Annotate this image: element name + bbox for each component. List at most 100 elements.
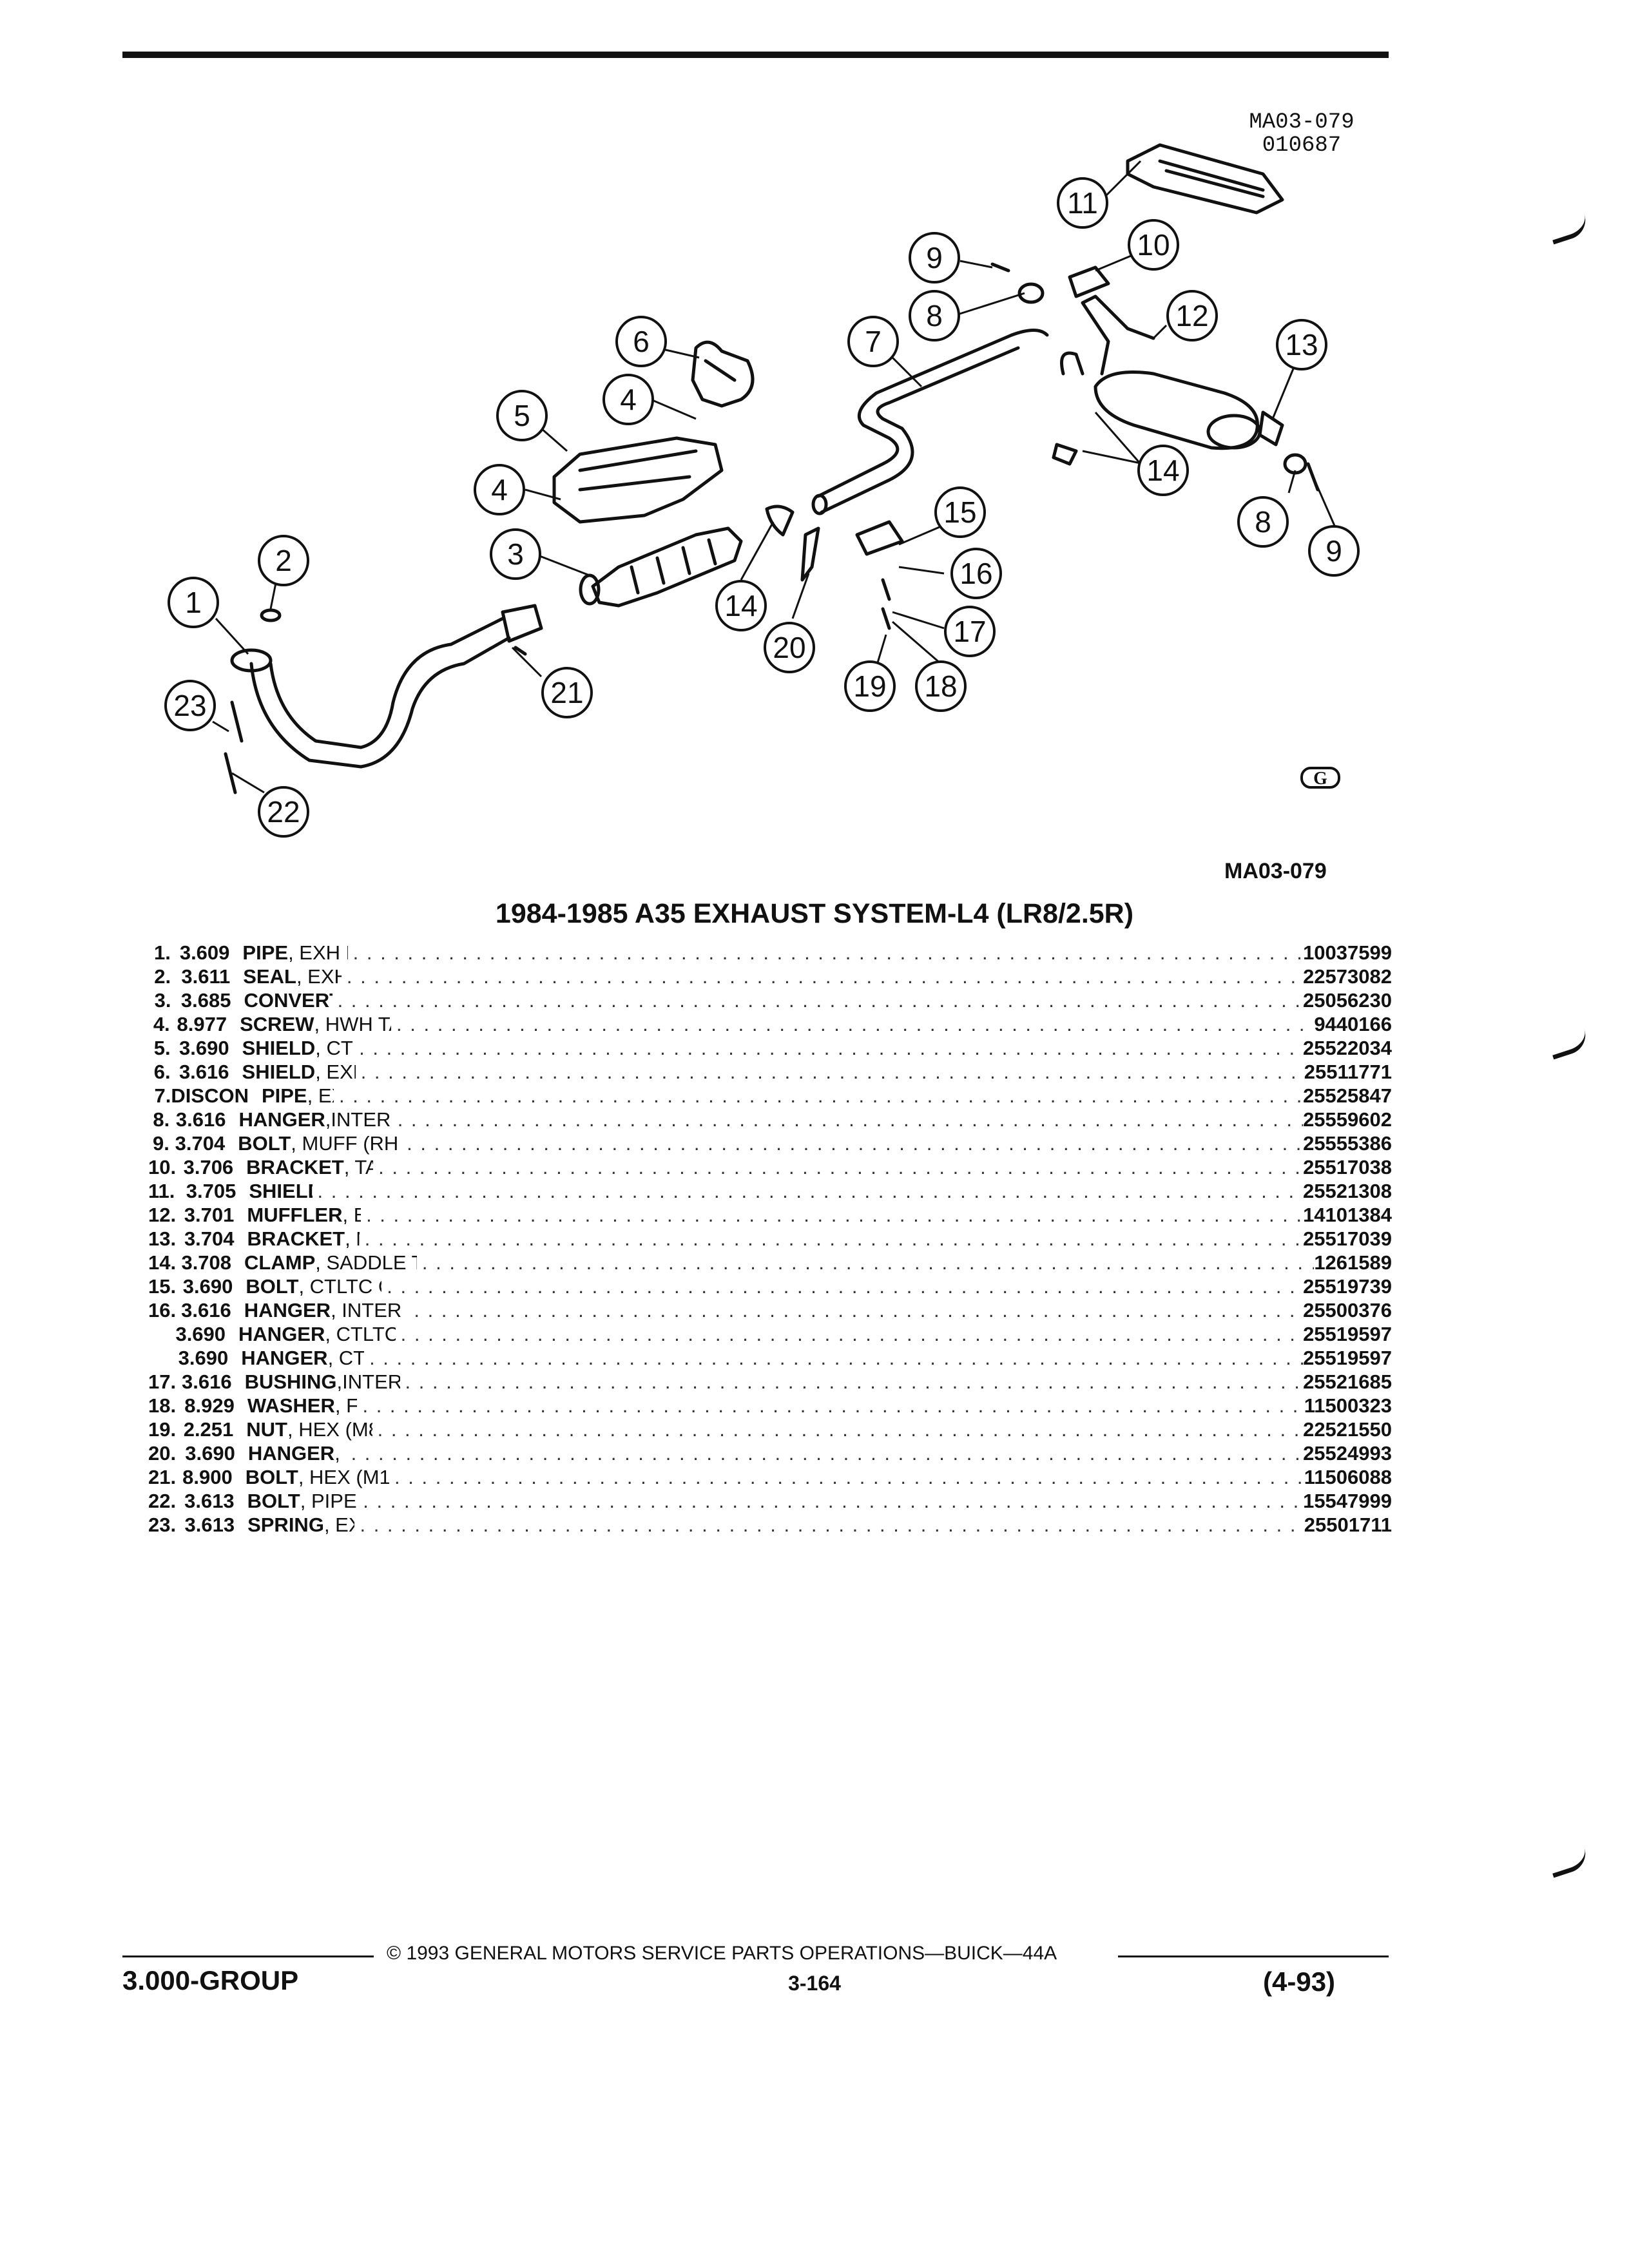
parts-row: 3.3.685CONVERTER, CTLTC25056230 xyxy=(148,988,1392,1012)
part-name: HANGER xyxy=(238,1108,325,1131)
group-number: 8.929 xyxy=(184,1394,235,1417)
part-description: NUT, HEX (M8X1.25X7.8)(0.334) xyxy=(246,1418,372,1441)
part-spec: , INTER PIPE FRT (1984 1ST DES) xyxy=(331,1299,409,1321)
svg-text:14: 14 xyxy=(1146,454,1179,487)
part-number: 25559602 xyxy=(1303,1108,1392,1131)
group-number: 2.251 xyxy=(183,1418,234,1441)
part-name: CLAMP xyxy=(244,1251,316,1274)
item-number: 4. xyxy=(153,1013,170,1035)
leader-dots xyxy=(356,1060,1304,1084)
group-number: 3.611 xyxy=(181,965,231,988)
group-number: 3.705 xyxy=(186,1180,236,1202)
leader-dots xyxy=(354,1513,1304,1537)
callout-9a: 9 xyxy=(909,232,960,284)
part-number: 25525847 xyxy=(1303,1084,1392,1107)
group-number: 3.690 xyxy=(178,1347,229,1369)
part-number: 25517038 xyxy=(1303,1156,1392,1178)
group-number: DISCON xyxy=(171,1084,249,1107)
callout-1: 1 xyxy=(168,577,219,628)
leader-dots xyxy=(313,1179,1304,1203)
hardware xyxy=(224,262,1320,794)
part-number: 1261589 xyxy=(1314,1251,1392,1274)
part-spec: , SADDLE TYPE (FITS 50.80MM/2.00") xyxy=(315,1251,417,1274)
part-description: WASHER, FLAT (M8) PHOS xyxy=(247,1394,358,1418)
group-number: 3.701 xyxy=(184,1204,235,1226)
part-spec: ,INTER PIPE HNGR(1ST BEND xyxy=(336,1370,400,1393)
part-number: 25522034 xyxy=(1303,1037,1392,1059)
callout-23: 23 xyxy=(164,680,216,731)
svg-text:14: 14 xyxy=(724,589,757,622)
svg-text:3: 3 xyxy=(507,537,524,571)
svg-text:13: 13 xyxy=(1285,328,1318,361)
svg-text:23: 23 xyxy=(173,689,206,722)
part-number: 22573082 xyxy=(1303,965,1392,988)
svg-text:18: 18 xyxy=(924,669,957,703)
leader-dots xyxy=(358,1489,1303,1513)
leader-dots xyxy=(360,1227,1303,1251)
margin-mark xyxy=(1547,1028,1591,1060)
svg-text:9: 9 xyxy=(1325,534,1342,568)
callout-13: 13 xyxy=(1276,319,1327,370)
part-spec: , TAIL PIPE HNGR-RH xyxy=(343,1156,374,1178)
group-number: 3.613 xyxy=(184,1514,235,1536)
group-number: 3.690 xyxy=(182,1275,233,1298)
group-number: 3.609 xyxy=(179,941,230,964)
callout-3: 3 xyxy=(490,528,541,580)
part-name: BOLT xyxy=(245,1466,298,1488)
part-description: HANGER,INTER PIPE CEN(RUB)(3.616) xyxy=(238,1108,392,1131)
callout-19: 19 xyxy=(844,660,896,712)
part-spec: , MUFF (RH & LH) INTER PIPE HNGR xyxy=(291,1132,401,1155)
callout-8a: 8 xyxy=(909,290,960,341)
callout-10: 10 xyxy=(1128,219,1179,271)
group-number: 3.706 xyxy=(183,1156,234,1178)
top-rule xyxy=(122,52,1389,58)
callout-11: 11 xyxy=(1057,177,1108,229)
part-description: HANGER, CTLTC CONV (1984 2ND DES) xyxy=(238,1322,396,1346)
item-number: 6. xyxy=(153,1061,171,1083)
leader-dots xyxy=(401,1131,1303,1155)
page-title: 1984-1985 A35 EXHAUST SYSTEM-L4 (LR8/2.5… xyxy=(495,898,1134,929)
item-number: 20. xyxy=(148,1442,177,1465)
group-number: 3.616 xyxy=(175,1108,226,1131)
part-name: CONVERTER xyxy=(244,989,332,1012)
part-spec: , HEX (M8X1.25X7.8)(0.334) xyxy=(287,1418,372,1441)
item-number: 23. xyxy=(148,1514,177,1536)
part-number: 15547999 xyxy=(1303,1490,1393,1512)
illustration-code-line1: MA03-079 xyxy=(1249,110,1354,135)
part-number: 25524993 xyxy=(1303,1442,1392,1465)
parts-row: 11.3.705SHIELD, MUFF25521308 xyxy=(148,1179,1392,1203)
part-spec: , CTLTC CONV (1984 2ND DES) xyxy=(325,1323,396,1345)
item-number: 11. xyxy=(148,1180,175,1202)
leader-dots xyxy=(409,1298,1303,1322)
leader-dots xyxy=(373,1155,1303,1179)
part-description: HANGER, CTLTC CONV xyxy=(248,1441,346,1465)
callout-4a: 4 xyxy=(474,464,525,515)
group-number: 3.708 xyxy=(181,1251,232,1274)
footer-rule-left xyxy=(122,1956,374,1957)
svg-text:8: 8 xyxy=(926,299,943,332)
svg-text:9: 9 xyxy=(926,241,943,274)
part-number: 25521308 xyxy=(1303,1180,1392,1202)
part-name: BOLT xyxy=(247,1490,300,1512)
svg-text:G: G xyxy=(1313,769,1327,789)
leader-dots xyxy=(342,965,1303,988)
part-name: PIPE xyxy=(242,941,289,964)
part-name: SHIELD xyxy=(249,1180,312,1202)
part-number: 25519597 xyxy=(1303,1323,1392,1345)
group-number: 3.704 xyxy=(184,1227,235,1250)
part-name: HANGER xyxy=(238,1323,325,1345)
item-number: 1. xyxy=(154,941,171,964)
footer-date: (4-93) xyxy=(1263,1966,1336,1997)
part-number: 14101384 xyxy=(1303,1204,1392,1226)
part-name: PIPE xyxy=(261,1084,307,1107)
item-number: 16. xyxy=(148,1299,177,1321)
